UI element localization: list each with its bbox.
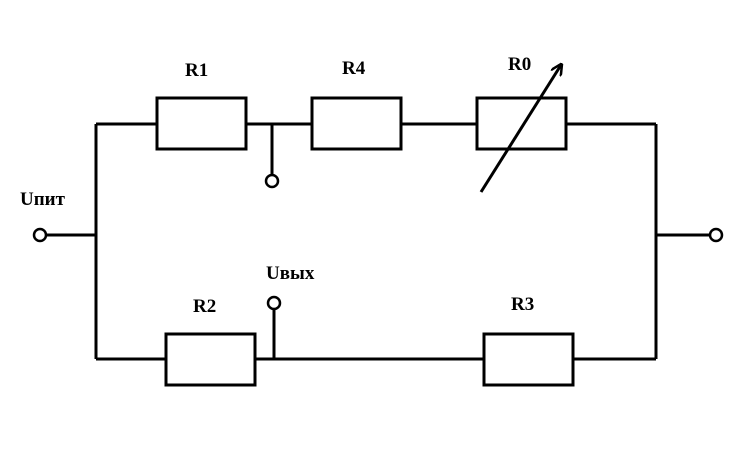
- terminal-top-tap: [264, 173, 280, 189]
- terminal-supply-left: [32, 227, 48, 243]
- resistor-r1: [155, 96, 248, 151]
- label-r0: R0: [508, 54, 531, 75]
- label-u-supply: Uпит: [20, 189, 66, 210]
- resistor-r4: [310, 96, 403, 151]
- label-r1: R1: [185, 60, 208, 81]
- wires: [46, 122, 710, 361]
- resistor-r0: [475, 96, 568, 151]
- variable-resistor-arrow-icon: [479, 65, 561, 193]
- resistor-r2: [164, 332, 257, 387]
- label-r2: R2: [193, 296, 216, 317]
- terminal-supply-right: [708, 227, 724, 243]
- label-r4: R4: [342, 58, 366, 79]
- label-u-out: Uвых: [266, 263, 315, 284]
- label-r3: R3: [511, 294, 534, 315]
- terminal-output: [266, 295, 282, 311]
- resistor-r3: [482, 332, 575, 387]
